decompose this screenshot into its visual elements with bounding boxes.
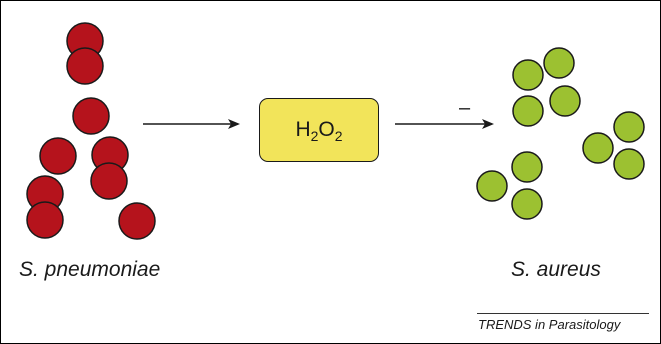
s-pneumoniae-cells bbox=[26, 22, 156, 240]
coccus-cell bbox=[476, 170, 508, 202]
coccus-cell bbox=[512, 59, 544, 91]
inhibition-sign: – bbox=[459, 97, 471, 119]
formula-part: O bbox=[318, 118, 335, 141]
coccus-cell bbox=[72, 97, 110, 135]
coccus-cell bbox=[90, 162, 128, 200]
coccus-cell bbox=[66, 47, 104, 85]
coccus-cell bbox=[549, 85, 581, 117]
formula-subscript: 2 bbox=[310, 128, 319, 144]
coccus-cell bbox=[39, 137, 77, 175]
coccus-cell bbox=[118, 202, 156, 240]
s-pneumoniae-label: S. pneumoniae bbox=[19, 258, 161, 281]
coccus-cell bbox=[512, 95, 544, 127]
coccus-cell bbox=[511, 151, 543, 183]
formula-part: H bbox=[295, 118, 311, 141]
s-aureus-label: S. aureus bbox=[511, 258, 601, 281]
h2o2-formula: H2O2 bbox=[295, 118, 343, 144]
coccus-cell bbox=[613, 148, 645, 180]
coccus-cell bbox=[613, 111, 645, 143]
coccus-cell bbox=[582, 132, 614, 164]
s-aureus-cells bbox=[476, 47, 645, 220]
credit-divider bbox=[477, 313, 649, 314]
coccus-cell bbox=[543, 47, 575, 79]
coccus-cell bbox=[511, 188, 543, 220]
coccus-cell bbox=[26, 201, 64, 239]
formula-subscript: 2 bbox=[334, 128, 343, 144]
journal-credit: TRENDS in Parasitology bbox=[478, 317, 621, 332]
h2o2-box: H2O2 bbox=[259, 98, 379, 162]
